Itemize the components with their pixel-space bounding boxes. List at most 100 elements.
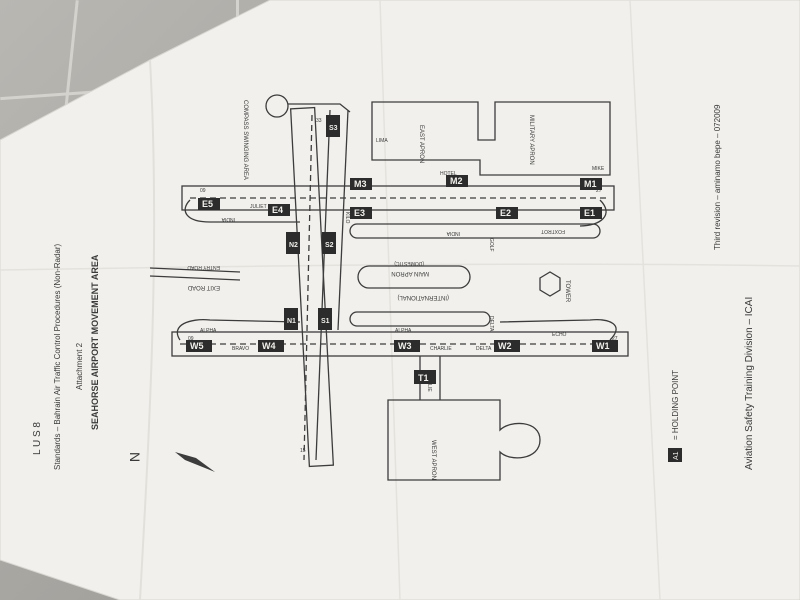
holding-point-s2-label: S2 bbox=[325, 242, 334, 249]
holding-point-e3-label: E3 bbox=[354, 208, 365, 218]
taxiway-echo-label: ECHO bbox=[552, 332, 567, 338]
holding-point-e1-label: E1 bbox=[584, 208, 595, 218]
runway-27-north-label: 27 bbox=[596, 188, 602, 194]
taxiway-juliet-label: JULIET bbox=[250, 204, 267, 210]
taxiway-kilo-label: KILO bbox=[344, 212, 350, 224]
runway-09-south-label: 09 bbox=[188, 336, 194, 342]
holding-point-m1 bbox=[580, 178, 602, 190]
paper-fold bbox=[139, 59, 156, 600]
runway-33-label: 33 bbox=[316, 118, 322, 124]
taxiway-bravo-label: BRAVO bbox=[232, 346, 249, 352]
holding-point-n1 bbox=[284, 308, 298, 330]
holding-point-m2 bbox=[446, 175, 468, 187]
taxiway-s bbox=[337, 109, 349, 331]
north-arrow: N bbox=[127, 452, 215, 472]
holding-point-e5 bbox=[198, 198, 220, 210]
entry-road-label: ENTRY ROAD bbox=[187, 264, 220, 270]
holding-point-s1 bbox=[318, 308, 332, 330]
paper-fold bbox=[629, 0, 661, 600]
taxiway-n bbox=[315, 109, 331, 461]
holding-point-n1-label: N1 bbox=[287, 318, 296, 325]
military-apron-label: MILITARY APRON bbox=[528, 115, 534, 165]
legend-holding-point-swatch bbox=[668, 448, 682, 462]
taxiway-foxtrot-label: FOXTROT bbox=[541, 228, 565, 234]
holding-point-m3-label: M3 bbox=[354, 179, 367, 189]
taxiway-echo-loop bbox=[499, 319, 617, 341]
taxiway-india-parallel bbox=[349, 223, 601, 239]
runway-15-label: 15 bbox=[300, 448, 306, 454]
holding-point-e2 bbox=[496, 207, 518, 219]
taxiway-hotel-label: HOTEL bbox=[440, 171, 457, 177]
international-label: (INTERNATIONAL) bbox=[397, 294, 449, 300]
holding-point-w2 bbox=[494, 340, 520, 352]
holding-point-w5 bbox=[186, 340, 212, 352]
holding-point-e3 bbox=[350, 207, 372, 219]
holding-point-w4-label: W4 bbox=[262, 341, 276, 351]
tower-symbol bbox=[539, 271, 561, 297]
main-apron-label: MAIN APRON bbox=[391, 270, 429, 276]
margin-note: L U S 8 bbox=[32, 422, 43, 455]
holding-point-e2-label: E2 bbox=[500, 208, 511, 218]
taxiway-mike-label: MIKE bbox=[592, 166, 605, 172]
holding-point-m3 bbox=[350, 178, 372, 190]
taxiway-alpha-east-label: ALPHA bbox=[395, 328, 412, 334]
holding-point-w1-label: W1 bbox=[596, 341, 610, 351]
chart-title: SEAHORSE AIRPORT MOVEMENT AREA bbox=[90, 254, 100, 430]
east-military-apron-outline bbox=[371, 101, 611, 176]
revision-note: Third revision – aminamo bepe – 072009 bbox=[713, 104, 722, 250]
runway-27-south-label: 27 bbox=[612, 336, 618, 342]
compass-swinging-circle bbox=[265, 94, 289, 118]
document-header: Standards – Bahrain Air Traffic Control … bbox=[53, 243, 62, 470]
taxiway-india-loop bbox=[184, 199, 300, 223]
holding-point-w5-label: W5 bbox=[190, 341, 204, 351]
paper-fold bbox=[0, 263, 800, 271]
main-apron-island bbox=[357, 265, 471, 289]
runway-15-33 bbox=[289, 106, 335, 468]
holding-point-t1 bbox=[414, 370, 436, 384]
holding-point-s3-label: S3 bbox=[329, 125, 338, 132]
holding-point-e4 bbox=[268, 204, 290, 216]
holding-point-w1 bbox=[592, 340, 618, 352]
west-apron-label: WEST APRON bbox=[430, 440, 436, 480]
holding-point-s3 bbox=[326, 115, 340, 137]
holding-point-w3-label: W3 bbox=[398, 341, 412, 351]
legend-holding-point-text: = HOLDING POINT bbox=[671, 370, 680, 440]
taxiway-foxtrot-loop bbox=[579, 199, 607, 227]
east-apron-label: EAST APRON bbox=[418, 125, 424, 163]
taxiway-lima-label: LIMA bbox=[376, 138, 388, 144]
runway-09-27-south bbox=[171, 331, 629, 357]
holding-point-m1-label: M1 bbox=[584, 179, 597, 189]
holding-point-t1-label: T1 bbox=[418, 373, 429, 383]
holding-point-e1 bbox=[580, 207, 602, 219]
holding-point-w3 bbox=[394, 340, 420, 352]
division-note: Aviation Safety Training Division – ICAI bbox=[744, 297, 755, 470]
west-apron-outline bbox=[387, 399, 541, 481]
compass-area-label: COMPASS SWINGING AREA bbox=[242, 100, 248, 180]
runway-centerline-ns bbox=[303, 114, 313, 461]
taxiway-india-east-label: INDIA bbox=[446, 230, 460, 236]
taxiway-delta-label: DELTA bbox=[476, 346, 492, 352]
taxiway-charlie-label: CHARLIE bbox=[430, 346, 452, 352]
holding-point-n2 bbox=[286, 232, 300, 254]
runway-09-north-label: 09 bbox=[200, 188, 206, 194]
tower-label: TOWER bbox=[564, 280, 570, 303]
holding-point-m2-label: M2 bbox=[450, 176, 463, 186]
holding-point-e4-label: E4 bbox=[272, 205, 283, 215]
runway-09-27-north bbox=[181, 185, 615, 211]
taxiway-alpha-parallel bbox=[349, 311, 491, 327]
holding-point-e5-label: E5 bbox=[202, 199, 213, 209]
holding-point-w4 bbox=[258, 340, 284, 352]
taxiway-india-label: INDIA bbox=[221, 216, 235, 222]
taxiway-delta-north-label: DELTA bbox=[488, 316, 494, 332]
north-label: N bbox=[127, 452, 143, 462]
taxiway-golf-label: GOLF bbox=[488, 238, 494, 252]
legend-swatch-label: A1 bbox=[673, 451, 680, 460]
holding-point-w2-label: W2 bbox=[498, 341, 512, 351]
domestic-label: (DOMESTIC) bbox=[394, 260, 424, 266]
taxiway-alpha-label: ALPHA bbox=[200, 328, 217, 334]
floor-tile-joint bbox=[236, 0, 239, 30]
exit-road bbox=[149, 267, 241, 281]
